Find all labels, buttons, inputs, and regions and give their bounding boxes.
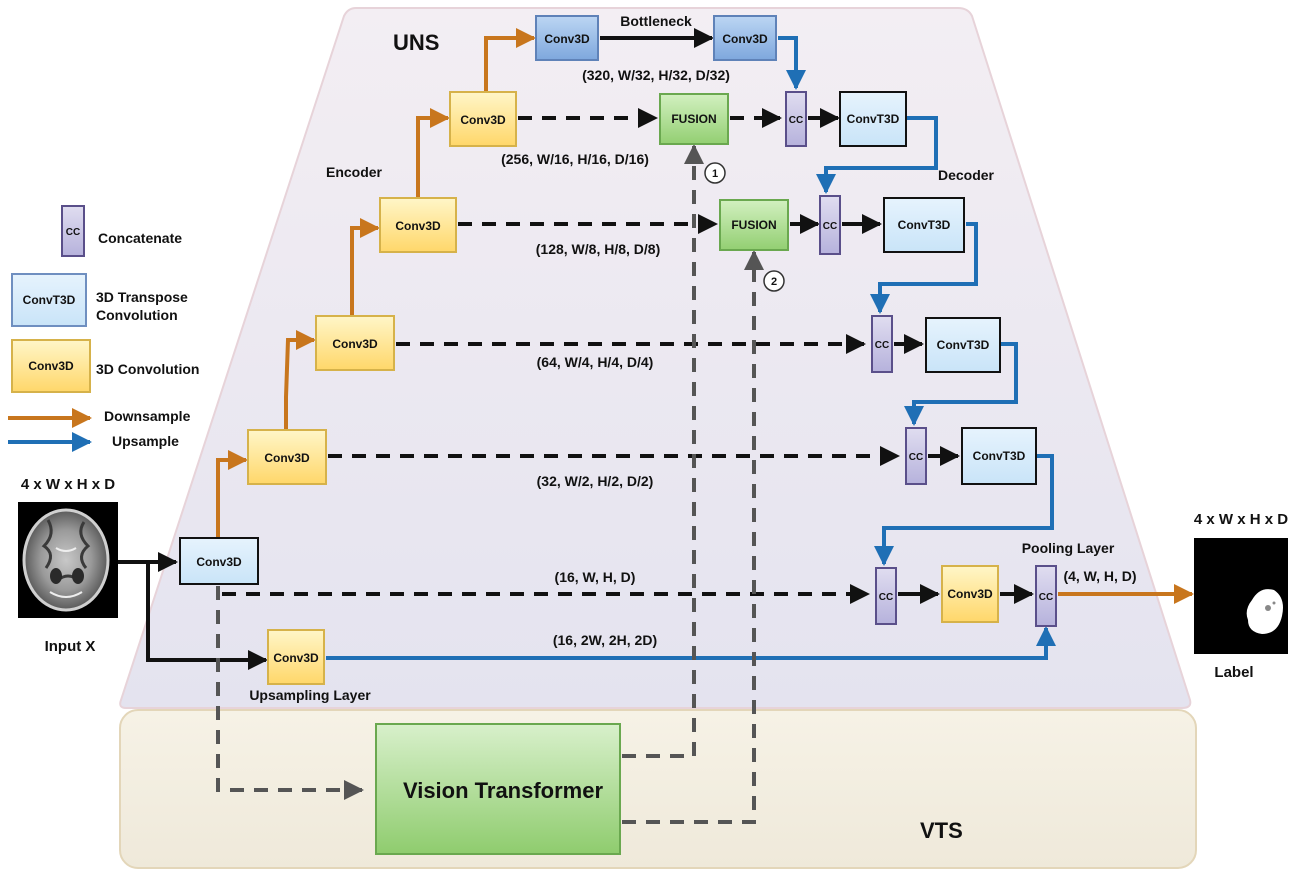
bottleneck-conv3d-b: Conv3D (713, 15, 777, 61)
encoder-conv3d-64: Conv3D (315, 315, 395, 371)
svg-text:CC: CC (66, 227, 80, 238)
svg-text:Conv3D: Conv3D (273, 651, 319, 665)
svg-text:ConvT3D: ConvT3D (937, 338, 990, 352)
decoder-convt3d-1: ConvT3D (839, 91, 907, 147)
svg-text:Conv3D: Conv3D (264, 451, 310, 465)
encoder-conv3d-32: Conv3D (247, 429, 327, 485)
svg-text:ConvT3D: ConvT3D (973, 449, 1026, 463)
svg-text:Conv3D: Conv3D (722, 32, 768, 46)
svg-text:Conv3D: Conv3D (196, 555, 242, 569)
shape-256: (256, W/16, H/16, D/16) (501, 151, 649, 167)
svg-text:Conv3D: Conv3D (544, 32, 590, 46)
bottleneck-conv3d-a: Conv3D (535, 15, 599, 61)
svg-text:Conv3D: Conv3D (332, 337, 378, 351)
decoder-convt3d-3: ConvT3D (925, 317, 1001, 373)
uns-label: UNS (393, 30, 439, 55)
upsample-path (326, 36, 1056, 660)
shape-64: (64, W/4, H/4, D/4) (537, 354, 654, 370)
bottleneck-label: Bottleneck (620, 13, 692, 29)
decoder-conv3d-final: Conv3D (941, 565, 999, 623)
legend-convt3d-label-2: Convolution (96, 307, 178, 323)
svg-text:ConvT3D: ConvT3D (898, 218, 951, 232)
fusion-block-1: FUSION (659, 93, 729, 145)
fusion-block-2: FUSION (719, 199, 789, 251)
output-dims: 4 x W x H x D (1194, 511, 1288, 528)
svg-text:FUSION: FUSION (731, 218, 776, 232)
svg-text:Conv3D: Conv3D (395, 219, 441, 233)
decoder-convt3d-4: ConvT3D (961, 427, 1037, 485)
svg-text:FUSION: FUSION (671, 112, 716, 126)
svg-text:ConvT3D: ConvT3D (847, 112, 900, 126)
svg-text:Conv3D: Conv3D (947, 587, 993, 601)
cc-block-1: CC (785, 91, 807, 147)
legend-cc-label: Concatenate (98, 230, 182, 246)
decoder-convt3d-2: ConvT3D (883, 197, 965, 253)
solid-arrows (118, 28, 1034, 670)
svg-text:1: 1 (712, 168, 718, 180)
shape-4: (4, W, H, D) (1063, 568, 1136, 584)
cc-block-3: CC (871, 315, 893, 373)
vit-links (216, 144, 764, 824)
upsampling-layer-label: Upsampling Layer (249, 687, 371, 703)
vts-label: VTS (920, 818, 963, 843)
input-brain-image (18, 502, 118, 618)
svg-text:ConvT3D: ConvT3D (23, 293, 76, 307)
cc-block-5: CC (875, 567, 897, 625)
svg-text:CC: CC (875, 340, 889, 351)
legend-convt3d-label-1: 3D Transpose (96, 289, 188, 305)
svg-text:Vision Transformer: Vision Transformer (403, 778, 604, 803)
shape-16-up: (16, 2W, 2H, 2D) (553, 632, 657, 648)
output-label-mask (1194, 538, 1288, 654)
downsample-path (216, 28, 1194, 604)
svg-text:Conv3D: Conv3D (460, 113, 506, 127)
input-label: Input X (45, 638, 96, 655)
uns-region (119, 7, 1192, 709)
shape-128: (128, W/8, H/8, D/8) (536, 241, 660, 257)
svg-text:2: 2 (771, 276, 777, 288)
legend: CC Concatenate ConvT3D 3D Transpose Conv… (8, 205, 199, 452)
encoder-label: Encoder (326, 164, 383, 180)
cc-block-2: CC (819, 195, 841, 255)
shape-320: (320, W/32, H/32, D/32) (582, 67, 730, 83)
cc-block-4: CC (905, 427, 927, 485)
fusion-marker-2: 2 (763, 270, 785, 292)
svg-text:CC: CC (879, 592, 893, 603)
legend-cc-swatch: CC (61, 205, 85, 257)
legend-convt3d-swatch: ConvT3D (11, 273, 87, 327)
encoder-conv3d-256: Conv3D (449, 91, 517, 147)
legend-downsample-label: Downsample (104, 408, 191, 424)
skip-connections (222, 108, 900, 604)
shape-16: (16, W, H, D) (555, 569, 636, 585)
encoder-conv3d-16: Conv3D (179, 537, 259, 585)
legend-conv3d-label: 3D Convolution (96, 361, 199, 377)
upsampling-conv3d: Conv3D (267, 629, 325, 685)
shape-32: (32, W/2, H/2, D/2) (537, 473, 654, 489)
fusion-marker-1: 1 (704, 162, 726, 184)
encoder-conv3d-128: Conv3D (379, 197, 457, 253)
legend-conv3d-swatch: Conv3D (11, 339, 91, 393)
svg-text:CC: CC (789, 115, 803, 126)
pooling-layer-label: Pooling Layer (1022, 540, 1115, 556)
svg-text:CC: CC (823, 221, 837, 232)
svg-text:CC: CC (1039, 592, 1053, 603)
cc-block-6: CC (1035, 565, 1057, 627)
input-dims: 4 x W x H x D (21, 476, 115, 493)
decoder-label: Decoder (938, 167, 995, 183)
vision-transformer-block: Vision Transformer (375, 723, 621, 855)
svg-text:CC: CC (909, 452, 923, 463)
legend-upsample-label: Upsample (112, 433, 179, 449)
svg-text:Conv3D: Conv3D (28, 359, 74, 373)
output-label: Label (1214, 664, 1253, 681)
